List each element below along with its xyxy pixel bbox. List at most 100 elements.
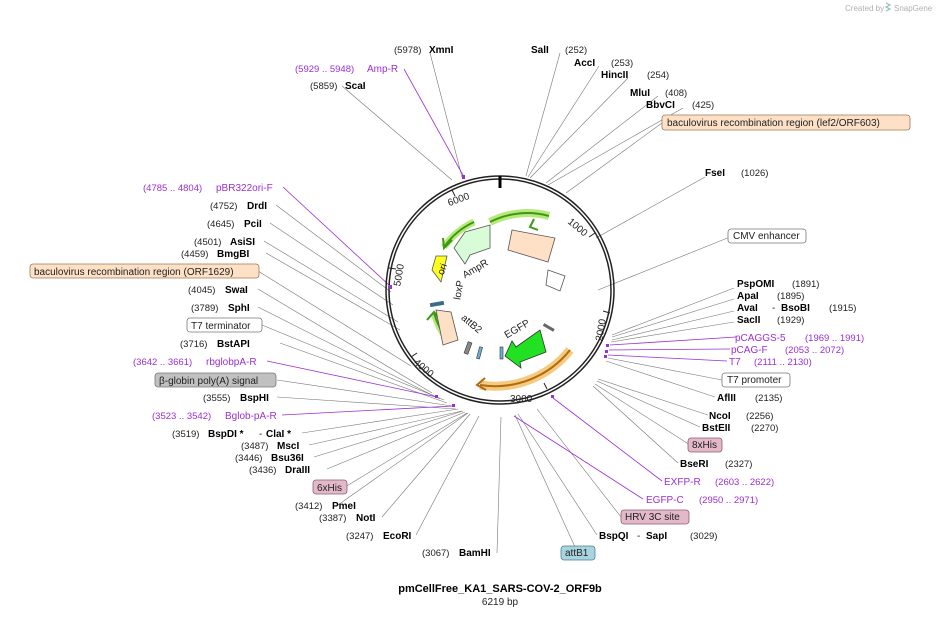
tick-label-2000: 2000	[594, 318, 609, 342]
sacii-pos: (1929)	[777, 315, 804, 326]
rbglob-name: rbglobpA-R	[206, 357, 257, 368]
bspdi-pos: (3519)	[172, 429, 199, 440]
t7-terminator-block	[463, 341, 473, 355]
bglobin-label: β-globin poly(A) signal	[159, 376, 258, 387]
hincii-pos: (254)	[647, 70, 669, 81]
xmni-pos: (5978)	[394, 45, 421, 56]
cmv-enhancer-block	[545, 269, 566, 292]
fsei-pos: (1026)	[741, 168, 768, 179]
bac-region-1-label: baculovirus recombination region (lef2/O…	[667, 118, 880, 129]
his6-label: 6xHis	[317, 483, 342, 494]
aflii-pos: (2135)	[755, 393, 782, 404]
acci-pos: (253)	[611, 58, 633, 69]
pcii-pos: (4645)	[207, 219, 234, 230]
pspomi-pos: (1891)	[792, 279, 819, 290]
leader-lines	[257, 52, 735, 554]
bbvci-pos: (425)	[692, 100, 714, 111]
acci-name: AccI	[574, 58, 595, 69]
bsu36i-name: Bsu36I	[271, 453, 304, 464]
tick-label-3000: 3000	[510, 394, 533, 405]
his8-label: 8xHis	[692, 440, 717, 451]
pbr-pos: (4785 .. 4804)	[143, 183, 202, 194]
pmei-pos: (3412)	[295, 501, 322, 512]
primer-marks	[389, 175, 609, 407]
bac-region-2-label: baculovirus recombination region (ORF162…	[34, 267, 234, 278]
pcagf-pos: (2053 .. 2072)	[785, 345, 844, 356]
xmni-name: XmnI	[429, 45, 454, 56]
mlui-pos: (408)	[665, 88, 687, 99]
attb1-block	[499, 346, 504, 360]
sali-name: SalI	[531, 45, 549, 56]
pcii-name: PciI	[244, 219, 262, 230]
bstapi-pos: (3716)	[180, 339, 207, 350]
created-by-text: Created by	[845, 4, 884, 13]
bspdi-name: BspDI *	[208, 429, 244, 440]
asisi-name: AsiSI	[230, 237, 255, 248]
bsteii-name: BstEII	[702, 423, 731, 434]
hrv-label: HRV 3C site	[625, 512, 680, 523]
swai-pos: (4045)	[188, 285, 215, 296]
svg-text:-: -	[637, 531, 640, 542]
bspqi-pos: (3029)	[690, 531, 717, 542]
swai-name: SwaI	[225, 285, 248, 296]
t7-primer-pos: (2111 .. 2130)	[754, 357, 812, 368]
exfpr-pos: (2603 .. 2622)	[715, 477, 774, 488]
noti-pos: (3387)	[319, 513, 346, 524]
plasmid-size: 6219 bp	[482, 597, 519, 608]
ori-feature	[431, 255, 448, 283]
sphi-name: SphI	[228, 303, 250, 314]
asisi-pos: (4501)	[194, 237, 221, 248]
bsteii-pos: (2270)	[751, 423, 778, 434]
ncoi-pos: (2256)	[746, 411, 773, 422]
egfp-label: EGFP	[503, 318, 532, 341]
pcaggs-pos: (1969 .. 1991)	[805, 333, 864, 344]
loxp-marker	[429, 300, 445, 308]
loxp-label: loxP	[452, 279, 466, 300]
ecori-pos: (3247)	[346, 531, 373, 542]
attb1-label: attB1	[565, 548, 589, 559]
apai-pos: (1895)	[777, 291, 804, 302]
ampr-primer-pos: (5929 .. 5948)	[295, 64, 354, 75]
sphi-pos: (3789)	[191, 303, 218, 314]
msci-name: MscI	[277, 441, 299, 452]
aflii-name: AflII	[717, 393, 736, 404]
bsobi-name: BsoBI	[781, 303, 810, 314]
bglobpa-name: Bglob-pA-R	[225, 411, 277, 422]
avai-pos: (1915)	[829, 303, 856, 314]
ori-label: ori	[436, 262, 450, 276]
snapgene-brand: SnapGene	[894, 4, 933, 13]
bsphi-name: BspHI	[240, 393, 269, 404]
primer-leader-lines	[266, 68, 737, 500]
ampr-primer-name: Amp-R	[367, 64, 398, 75]
clai-name: ClaI *	[266, 429, 291, 440]
ecori-name: EcoRI	[383, 531, 412, 542]
scai-name: ScaI	[345, 81, 366, 92]
noti-name: NotI	[356, 513, 376, 524]
pbr-name: pBR322ori-F	[216, 183, 273, 194]
site-labels: (5978) XmnI (5929 .. 5948) Amp-R (5859) …	[29, 45, 911, 561]
cmv-enhancer-label: CMV enhancer	[733, 231, 800, 242]
egfpc-pos: (2950 .. 2971)	[699, 495, 758, 506]
msci-pos: (3487)	[241, 441, 268, 452]
sapi-name: SapI	[646, 531, 667, 542]
snapgene-logo-icon	[884, 2, 892, 12]
bglobpa-pos: (3523 .. 3542)	[152, 411, 211, 422]
pcagf-name: pCAG-F	[731, 345, 768, 356]
ncoi-name: NcoI	[709, 411, 731, 422]
bmgbi-pos: (4459)	[181, 249, 208, 260]
tick-marks	[388, 189, 611, 390]
egfp-feature	[504, 329, 547, 369]
fsei-name: FseI	[705, 168, 725, 179]
plasmid-name: pmCellFree_KA1_SARS-COV-2_ORF9b	[398, 583, 602, 595]
bac-region-block-left	[435, 309, 459, 346]
bamhi-name: BamHI	[459, 548, 491, 559]
bbvci-name: BbvCI	[646, 100, 675, 111]
bseri-pos: (2327)	[725, 459, 752, 470]
drdi-pos: (4752)	[210, 201, 237, 212]
bstapi-name: BstAPI	[217, 339, 250, 350]
t7-terminator-label: T7 terminator	[191, 321, 251, 332]
t7-promoter-label: T7 promoter	[727, 375, 782, 386]
rbglob-pos: (3642 .. 3661)	[133, 357, 192, 368]
draiii-pos: (3436)	[249, 465, 276, 476]
